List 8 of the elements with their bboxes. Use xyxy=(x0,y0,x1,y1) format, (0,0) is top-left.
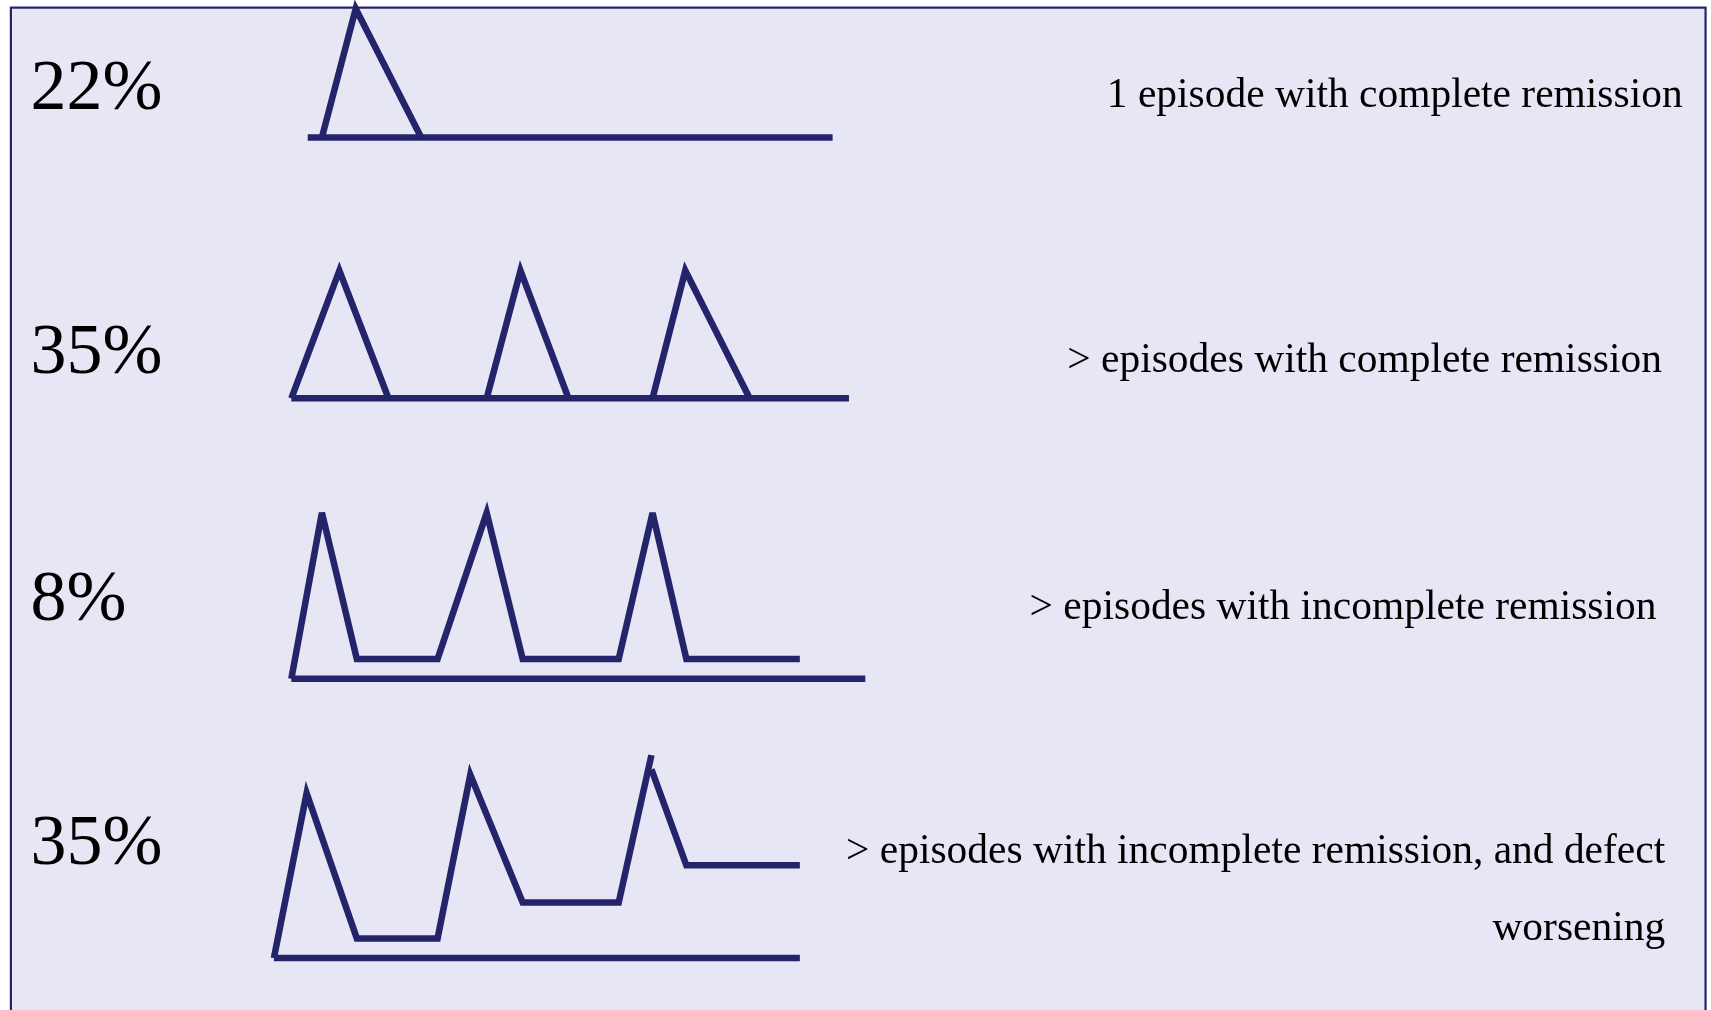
percentage-label: 35% xyxy=(30,313,163,386)
percentage-label: 35% xyxy=(30,804,163,877)
course-description: > episodes with incomplete remission xyxy=(1028,580,1657,630)
percentage-label: 8% xyxy=(30,559,127,632)
course-description: > episodes with complete remission xyxy=(1066,334,1662,383)
course-description: > episodes with incomplete remission, and defect worsening xyxy=(845,825,1666,951)
percentage-label: 22% xyxy=(30,49,163,122)
course-description: 1 episode with complete remission xyxy=(1105,68,1683,118)
